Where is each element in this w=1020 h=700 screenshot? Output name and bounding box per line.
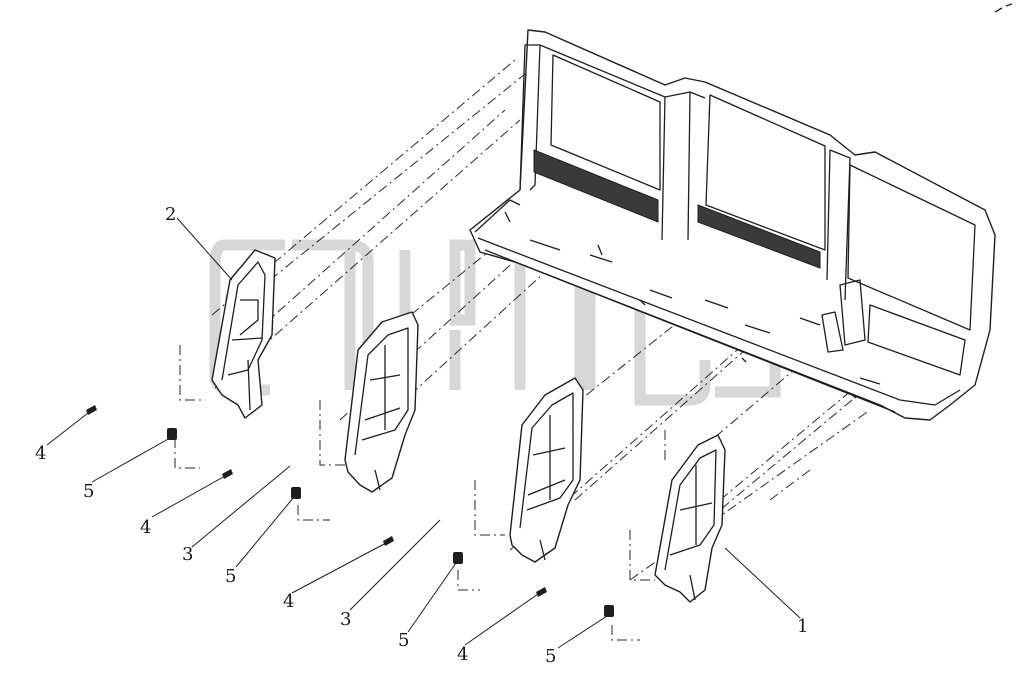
seat-slot-left	[533, 149, 659, 223]
bolt-icon	[86, 405, 97, 415]
callout-part-1: 1	[797, 616, 808, 637]
callout-part-2: 2	[165, 204, 176, 225]
callout-part-5: 5	[398, 630, 409, 651]
callout-part-3: 3	[340, 609, 351, 630]
nut-icon	[291, 487, 301, 499]
callout-labels: 2 1 3 3 4 4 4 4 5 5 5 5	[35, 204, 808, 667]
callout-part-4: 4	[140, 517, 151, 538]
seat-bracket-part-3-right	[509, 377, 584, 563]
seat-back-frame	[469, 29, 996, 421]
callout-part-3: 3	[182, 544, 193, 565]
callout-part-4: 4	[283, 591, 294, 612]
nut-icon	[453, 552, 463, 564]
seat-bracket-part-2	[211, 249, 276, 419]
nut-icon	[167, 428, 177, 440]
bolt-icon	[222, 469, 233, 479]
nut-icon	[604, 605, 614, 617]
callout-part-5: 5	[545, 646, 556, 667]
callout-part-4: 4	[35, 443, 46, 464]
leader-lines	[46, 217, 801, 649]
corner-mark	[994, 3, 1013, 13]
fasteners	[86, 405, 614, 617]
seat-slot-middle	[697, 204, 821, 269]
seat-bracket-part-3-left	[344, 311, 419, 493]
bolt-icon	[383, 536, 394, 546]
callout-part-5: 5	[225, 566, 236, 587]
callout-part-4: 4	[457, 644, 468, 665]
callout-part-5: 5	[83, 481, 94, 502]
bolt-icon	[536, 587, 547, 597]
seat-bracket-part-1	[654, 434, 726, 603]
